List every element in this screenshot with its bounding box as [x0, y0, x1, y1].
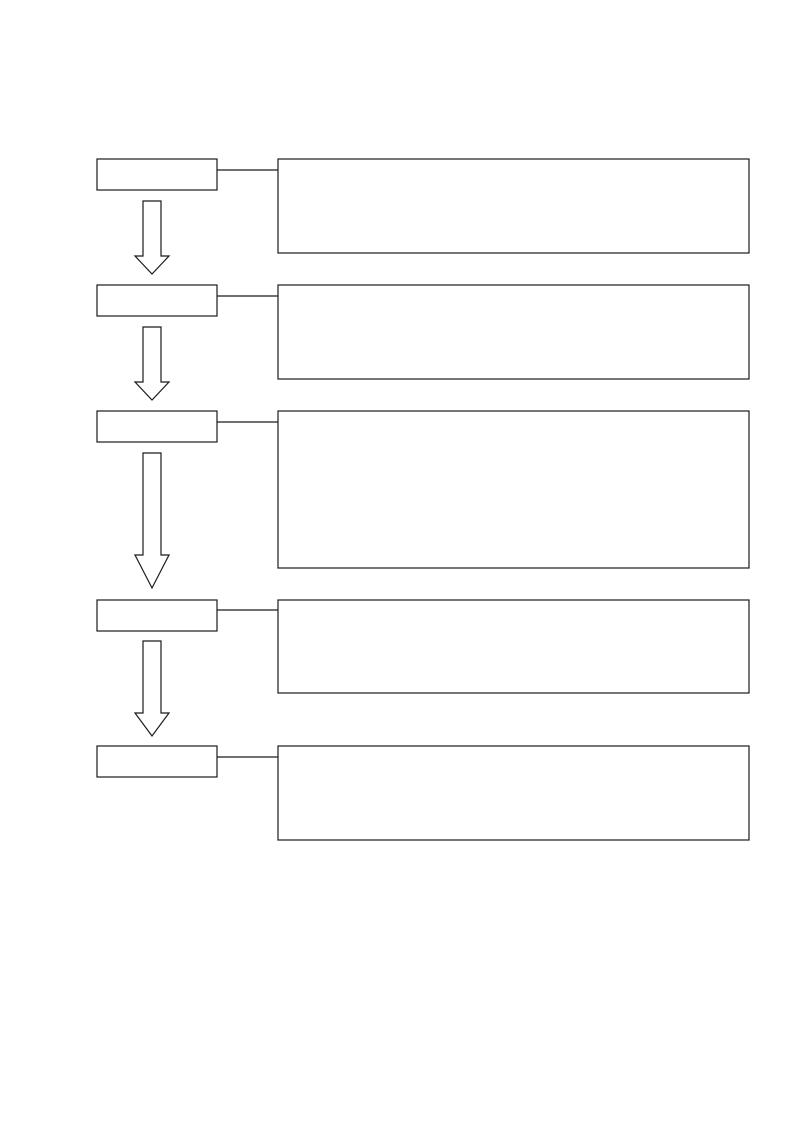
down-arrow-2 [133, 326, 171, 401]
step-1-box [96, 158, 218, 191]
down-arrow-4 [133, 640, 171, 738]
step-5-box [96, 745, 218, 778]
step-2-box [96, 284, 218, 317]
down-arrow-1 [133, 200, 171, 275]
flow-step-1 [96, 158, 750, 254]
step-4-description-box [277, 599, 750, 694]
flow-step-2 [96, 284, 750, 380]
step-1-description-box [277, 158, 750, 254]
step-3-description-box [277, 410, 750, 569]
flow-step-4 [96, 599, 750, 694]
step-5-description-box [277, 745, 750, 841]
flow-step-5 [96, 745, 750, 841]
flow-step-3 [96, 410, 750, 569]
down-arrow-3 [134, 452, 170, 590]
step-3-box [96, 410, 218, 443]
step-2-description-box [277, 284, 750, 380]
step-4-box [96, 599, 218, 632]
